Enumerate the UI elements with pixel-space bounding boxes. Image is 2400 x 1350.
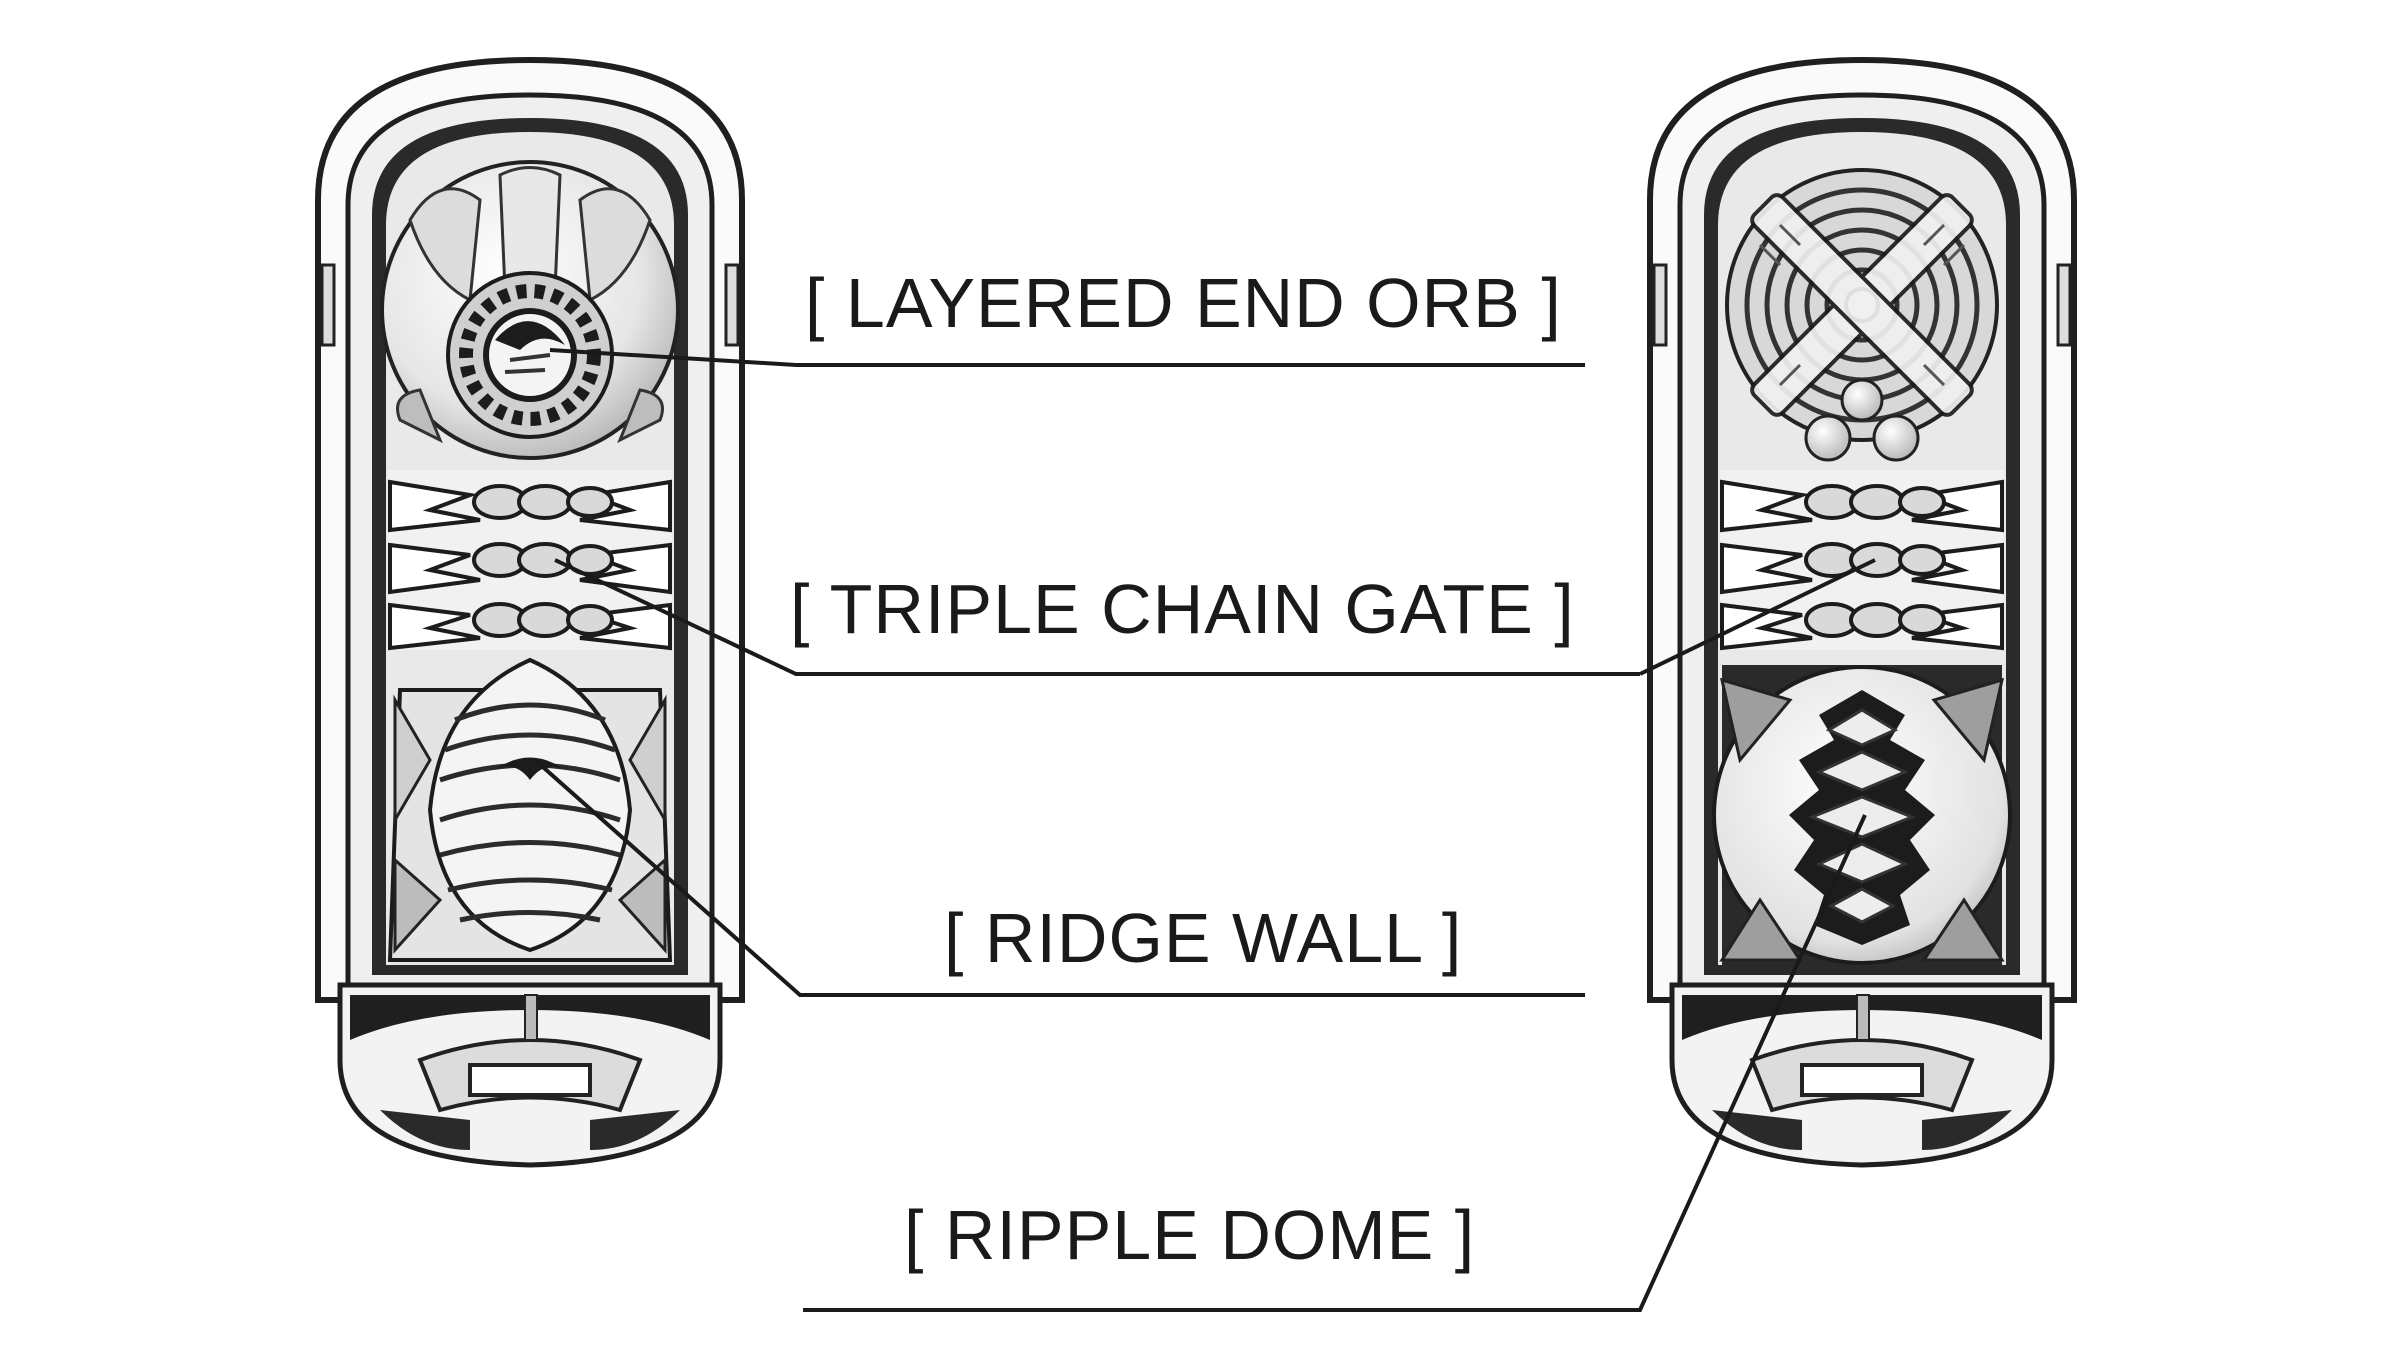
ridge-wall-left <box>387 657 673 962</box>
right-base-cap <box>1669 982 2055 1168</box>
left-side-clip <box>320 263 336 347</box>
label-ridge-wall: [ RIDGE WALL ] <box>944 899 1463 977</box>
right-device-cutaway <box>1647 56 2077 1168</box>
leader-line-ripple-dome <box>803 814 1867 1312</box>
triple-chain-gate-right <box>1720 470 2004 651</box>
label-triple-chain-gate: [ TRIPLE CHAIN GATE ] <box>790 570 1575 648</box>
right-side-clip <box>1652 263 1668 347</box>
label-layered-end-orb: [ LAYERED END ORB ] <box>805 264 1562 342</box>
bead <box>1840 378 1884 422</box>
layered-end-orb-left <box>380 160 680 460</box>
bead <box>1872 414 1920 462</box>
leader-line-layered-end-orb <box>549 348 1585 367</box>
leader-line-triple-chain-gate-left <box>554 558 1640 676</box>
triple-chain-gate-left <box>388 470 672 651</box>
leader-line-ridge-wall <box>533 758 1585 997</box>
left-side-clip <box>724 263 740 347</box>
leader-line-triple-chain-gate-right <box>1639 558 1876 676</box>
bead <box>1804 414 1852 462</box>
leader-lines <box>533 348 1876 1312</box>
concentric-cross-orb-right <box>1725 168 1999 462</box>
left-base-cap <box>337 982 723 1168</box>
left-device-cutaway <box>315 56 745 1168</box>
ripple-dome-right <box>1712 665 2012 965</box>
right-side-clip <box>2056 263 2072 347</box>
label-ripple-dome: [ RIPPLE DOME ] <box>904 1196 1476 1274</box>
